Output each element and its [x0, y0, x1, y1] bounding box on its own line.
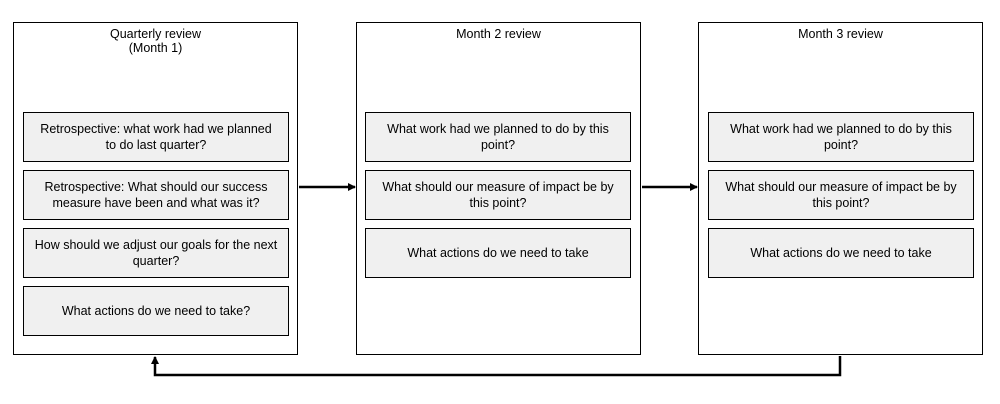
retrospective-success-card: Retrospective: What should our success m… [23, 170, 289, 220]
quarterly-review-panel: Quarterly review (Month 1) Retrospective… [13, 22, 298, 355]
impact-measure-card: What should our measure of impact be by … [708, 170, 974, 220]
actions-card: What actions do we need to take [708, 228, 974, 278]
planned-work-card: What work had we planned to do by this p… [708, 112, 974, 162]
impact-measure-card: What should our measure of impact be by … [365, 170, 631, 220]
panel-title: Quarterly review (Month 1) [110, 27, 201, 55]
actions-card: What actions do we need to take [365, 228, 631, 278]
planned-work-card: What work had we planned to do by this p… [365, 112, 631, 162]
retrospective-work-card: Retrospective: what work had we planned … [23, 112, 289, 162]
adjust-goals-card: How should we adjust our goals for the n… [23, 228, 289, 278]
arrow-month3-back-to-quarterly [151, 356, 842, 377]
panel-title: Month 2 review [456, 27, 541, 41]
month-3-review-panel: Month 3 review What work had we planned … [698, 22, 983, 355]
actions-card: What actions do we need to take? [23, 286, 289, 336]
month-2-review-panel: Month 2 review What work had we planned … [356, 22, 641, 355]
panel-title: Month 3 review [798, 27, 883, 41]
